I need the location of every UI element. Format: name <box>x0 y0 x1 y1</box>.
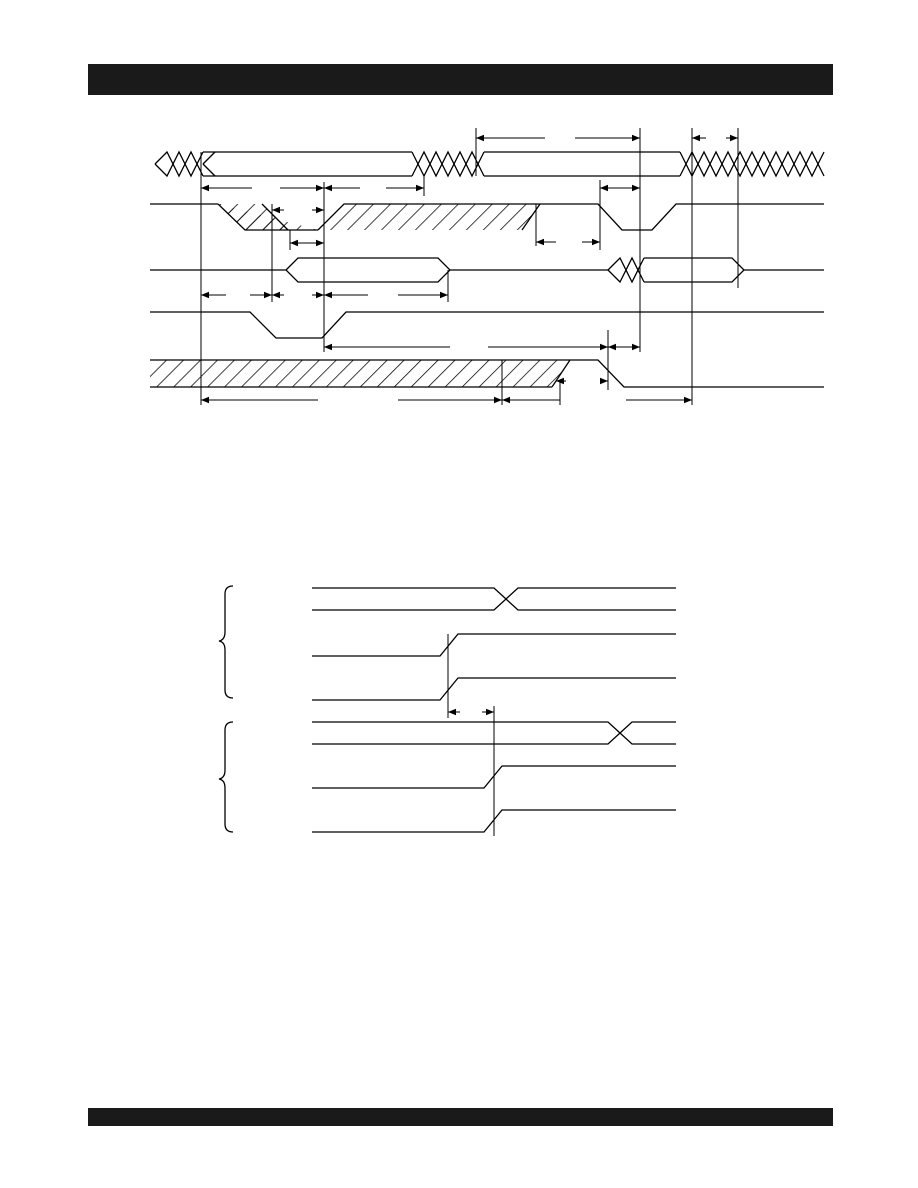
skew-edge-b1 <box>312 766 676 788</box>
skew-bus-a <box>312 588 676 610</box>
signal-strobe-1 <box>150 204 824 230</box>
signal-strobe-2 <box>150 312 824 338</box>
brace-group-b <box>219 722 233 832</box>
footer-banner <box>88 1108 833 1126</box>
signal-data <box>150 258 824 282</box>
skew-edge-a1 <box>312 634 676 656</box>
skew-reference <box>448 634 494 836</box>
timing-arrows <box>201 134 738 404</box>
brace-group-a <box>219 586 233 698</box>
signal-address-bus <box>155 152 824 176</box>
signal-control <box>150 360 824 387</box>
skew-edge-b2 <box>312 810 676 832</box>
skew-edge-a2 <box>312 678 676 700</box>
header-banner <box>88 64 833 95</box>
skew-bus-b <box>312 722 676 744</box>
